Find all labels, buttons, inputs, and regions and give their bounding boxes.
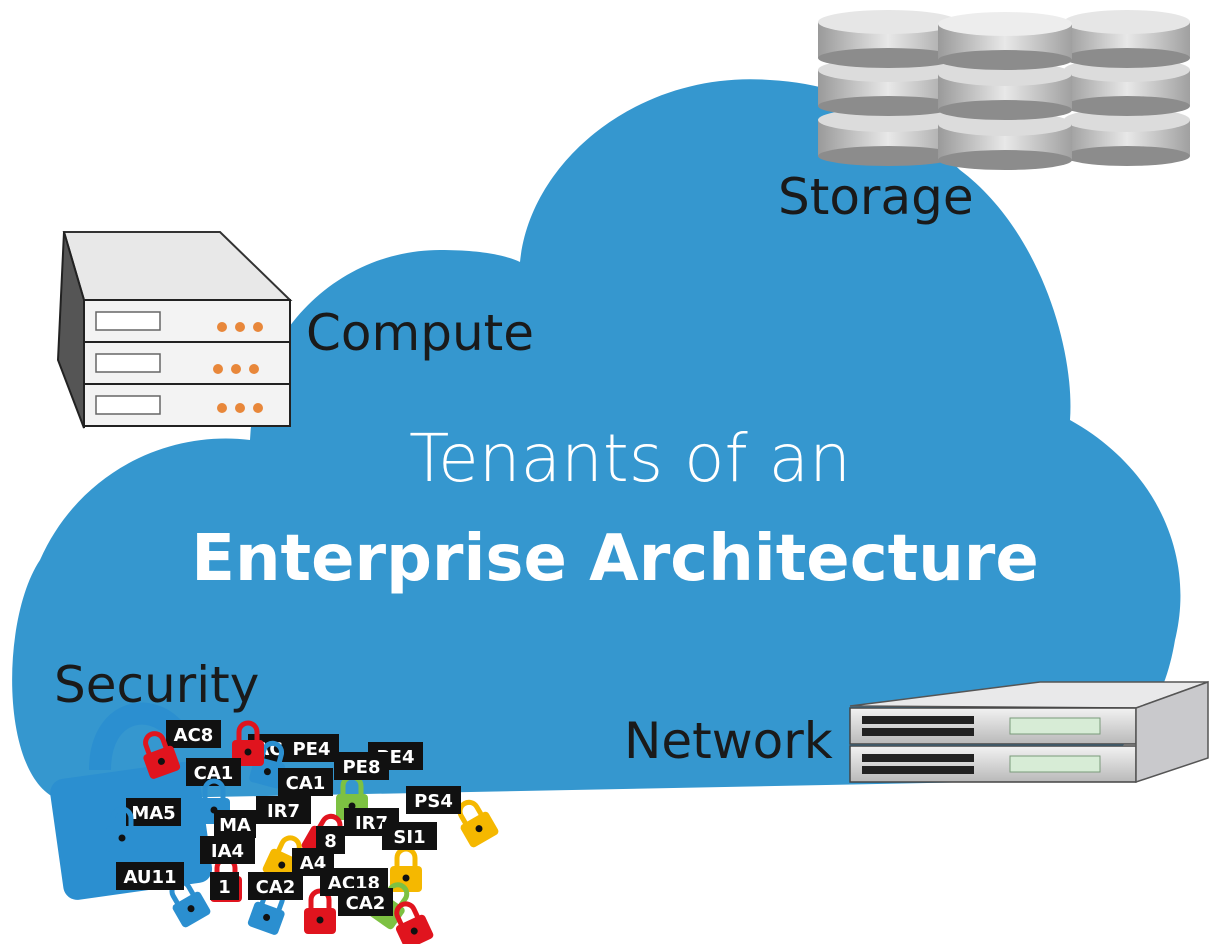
security-tag-box — [256, 796, 311, 824]
security-tag-label: 8 — [324, 831, 337, 852]
security-label: Security — [54, 656, 260, 714]
security-tag-label: CA1 — [286, 773, 326, 794]
security-tag-label: PE4 — [292, 739, 330, 760]
padlock-icon — [457, 799, 499, 848]
security-tag-label: CA2 — [346, 893, 386, 914]
security-tag-label: IR7 — [267, 801, 300, 822]
security-tag-box — [200, 836, 255, 864]
security-tag-box — [126, 798, 181, 826]
security-tag-label: IA4 — [211, 841, 244, 862]
database-icon — [818, 10, 958, 166]
security-tag-box — [334, 752, 389, 780]
security-tag-box — [284, 734, 339, 762]
security-tag-box — [116, 862, 184, 890]
security-tag-box — [166, 720, 221, 748]
security-tag-label: PS4 — [414, 791, 453, 812]
security-tag-label: PE8 — [342, 757, 380, 778]
network-label: Network — [624, 712, 833, 770]
padlock-icon — [143, 731, 181, 779]
diagram-title-line2: Enterprise Architecture — [191, 522, 1039, 596]
security-tag-box — [210, 872, 239, 900]
security-tag-box — [278, 768, 333, 796]
security-tag-box — [338, 888, 393, 916]
security-tag-label: AU11 — [123, 867, 176, 888]
compute-label: Compute — [306, 304, 535, 362]
network-switch-icon — [849, 680, 1209, 784]
security-tag-label: IR7 — [355, 813, 388, 834]
security-tag-box — [316, 826, 345, 854]
security-tag-box — [382, 822, 437, 850]
security-tag-label: A4 — [300, 853, 326, 874]
storage-label: Storage — [778, 168, 974, 226]
security-tag-label: MA — [219, 815, 251, 836]
security-tag-box — [248, 872, 303, 900]
security-tag-box — [214, 810, 256, 838]
padlock-icon — [394, 901, 434, 944]
security-tag-label: MA5 — [131, 803, 175, 824]
diagram-title-line1: Tenants of an — [409, 420, 851, 497]
padlock-icon — [304, 888, 336, 934]
security-tag-label: CA2 — [256, 877, 296, 898]
padlock-icon — [106, 806, 138, 852]
database-icon — [1064, 10, 1190, 166]
security-tag-label: 1 — [218, 877, 231, 898]
security-tag-label: AC8 — [174, 725, 214, 746]
security-tag-label: SI1 — [393, 827, 425, 848]
security-tag-label: CA1 — [194, 763, 234, 784]
database-icon — [938, 12, 1072, 170]
cloud-icon — [12, 79, 1181, 800]
security-tag-box — [406, 786, 461, 814]
server-stack-icon — [56, 231, 293, 429]
